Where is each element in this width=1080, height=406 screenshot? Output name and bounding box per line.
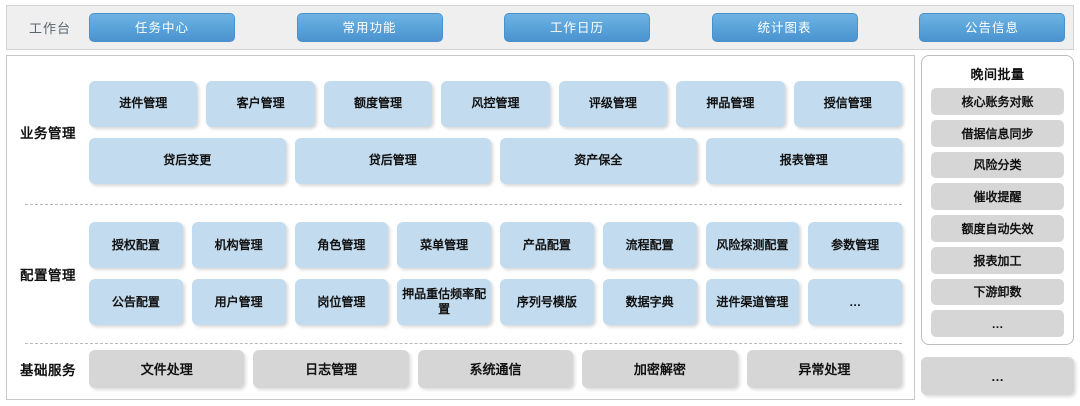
module-collateral-management[interactable]: 押品管理 bbox=[676, 80, 785, 127]
section-business-management: 业务管理 进件管理 客户管理 额度管理 风控管理 评级管理 押品管理 授信管理 … bbox=[7, 60, 904, 204]
nightly-batch-panel: 晚间批量 核心账务对账 借据信息同步 风险分类 催收提醒 额度自动失效 报表加工… bbox=[921, 55, 1074, 345]
batch-item-more[interactable]: … bbox=[931, 310, 1064, 337]
batch-item-loan-receipt-sync[interactable]: 借据信息同步 bbox=[931, 119, 1064, 147]
module-data-dictionary[interactable]: 数据字典 bbox=[602, 279, 697, 326]
batch-item-downstream-data-unload[interactable]: 下游卸数 bbox=[931, 278, 1064, 306]
module-application-channel-management[interactable]: 进件渠道管理 bbox=[705, 279, 800, 326]
module-product-config[interactable]: 产品配置 bbox=[500, 222, 594, 269]
basic-services-row-1: 文件处理 日志管理 系统通信 加密解密 异常处理 bbox=[89, 350, 903, 389]
nav-button-task-center[interactable]: 任务中心 bbox=[89, 13, 235, 42]
module-map-panel: 业务管理 进件管理 客户管理 额度管理 风控管理 评级管理 押品管理 授信管理 … bbox=[6, 55, 915, 400]
section-rows-configuration: 授权配置 机构管理 角色管理 菜单管理 产品配置 流程配置 风险探测配置 参数管… bbox=[89, 222, 904, 326]
business-row-1: 进件管理 客户管理 额度管理 风控管理 评级管理 押品管理 授信管理 bbox=[89, 80, 902, 127]
module-configuration-more[interactable]: … bbox=[808, 279, 902, 326]
module-file-processing[interactable]: 文件处理 bbox=[89, 350, 245, 389]
batch-item-credit-limit-auto-expiry[interactable]: 额度自动失效 bbox=[931, 215, 1064, 242]
nav-button-common-features[interactable]: 常用功能 bbox=[296, 13, 443, 42]
nightly-batch-list: 核心账务对账 借据信息同步 风险分类 催收提醒 额度自动失效 报表加工 下游卸数… bbox=[931, 88, 1064, 337]
module-report-management[interactable]: 报表管理 bbox=[705, 137, 902, 184]
business-row-2: 贷后变更 贷后管理 资产保全 报表管理 bbox=[89, 137, 902, 184]
module-encryption-decryption[interactable]: 加密解密 bbox=[582, 350, 738, 389]
nav-button-announcements[interactable]: 公告信息 bbox=[919, 13, 1065, 42]
module-credit-granting-management[interactable]: 授信管理 bbox=[793, 80, 902, 127]
module-announcement-config[interactable]: 公告配置 bbox=[89, 279, 183, 326]
section-rows-basic-services: 文件处理 日志管理 系统通信 加密解密 异常处理 bbox=[89, 350, 904, 389]
module-credit-limit-management[interactable]: 额度管理 bbox=[323, 80, 433, 127]
nightly-batch-title: 晚间批量 bbox=[970, 67, 1025, 82]
module-system-communication[interactable]: 系统通信 bbox=[417, 350, 574, 389]
module-process-config[interactable]: 流程配置 bbox=[602, 222, 697, 269]
section-basic-services: 基础服务 文件处理 日志管理 系统通信 加密解密 异常处理 bbox=[7, 343, 904, 395]
module-customer-management[interactable]: 客户管理 bbox=[206, 80, 315, 127]
module-role-management[interactable]: 角色管理 bbox=[294, 222, 389, 269]
module-collateral-revaluation-frequency-config[interactable]: 押品重估频率配置 bbox=[397, 279, 491, 326]
configuration-row-1: 授权配置 机构管理 角色管理 菜单管理 产品配置 流程配置 风险探测配置 参数管… bbox=[89, 222, 902, 269]
module-risk-detection-config[interactable]: 风险探测配置 bbox=[705, 222, 800, 269]
module-menu-management[interactable]: 菜单管理 bbox=[397, 222, 491, 269]
module-organization-management[interactable]: 机构管理 bbox=[191, 222, 286, 269]
section-label-configuration: 配置管理 bbox=[20, 267, 76, 283]
right-column: 晚间批量 核心账务对账 借据信息同步 风险分类 催收提醒 额度自动失效 报表加工… bbox=[921, 55, 1074, 400]
module-serial-number-template[interactable]: 序列号模版 bbox=[500, 279, 594, 326]
module-user-management[interactable]: 用户管理 bbox=[191, 279, 286, 326]
section-configuration-management: 配置管理 授权配置 机构管理 角色管理 菜单管理 产品配置 流程配置 风险探测配… bbox=[7, 204, 904, 343]
module-parameter-management[interactable]: 参数管理 bbox=[808, 222, 902, 269]
module-position-management[interactable]: 岗位管理 bbox=[294, 279, 389, 326]
batch-item-report-processing[interactable]: 报表加工 bbox=[931, 246, 1064, 274]
batch-item-risk-classification[interactable]: 风险分类 bbox=[931, 151, 1064, 179]
nav-button-work-calendar[interactable]: 工作日历 bbox=[504, 13, 650, 42]
basic-services-more-wrap: … bbox=[921, 345, 1074, 400]
module-application-management[interactable]: 进件管理 bbox=[89, 80, 198, 127]
module-post-loan-change[interactable]: 贷后变更 bbox=[89, 137, 286, 184]
module-basic-services-more[interactable]: … bbox=[921, 357, 1074, 395]
module-risk-control-management[interactable]: 风控管理 bbox=[441, 80, 550, 127]
section-label-business: 业务管理 bbox=[20, 126, 76, 142]
module-exception-handling[interactable]: 异常处理 bbox=[746, 350, 903, 389]
content-area: 业务管理 进件管理 客户管理 额度管理 风控管理 评级管理 押品管理 授信管理 … bbox=[6, 55, 1074, 400]
section-label-basic-services: 基础服务 bbox=[20, 363, 76, 379]
batch-item-core-account-reconciliation[interactable]: 核心账务对账 bbox=[931, 88, 1064, 115]
module-rating-management[interactable]: 评级管理 bbox=[558, 80, 668, 127]
top-nav-button-group: 任务中心 常用功能 工作日历 统计图表 公告信息 bbox=[85, 6, 1065, 49]
module-asset-preservation[interactable]: 资产保全 bbox=[500, 137, 697, 184]
nav-button-statistics[interactable]: 统计图表 bbox=[711, 13, 858, 42]
section-rows-business: 进件管理 客户管理 额度管理 风控管理 评级管理 押品管理 授信管理 贷后变更 … bbox=[89, 80, 904, 184]
module-log-management[interactable]: 日志管理 bbox=[253, 350, 409, 389]
module-authorization-config[interactable]: 授权配置 bbox=[89, 222, 183, 269]
module-post-loan-management[interactable]: 贷后管理 bbox=[294, 137, 491, 184]
page-title: 工作台 bbox=[28, 21, 71, 36]
batch-item-collection-reminder[interactable]: 催收提醒 bbox=[931, 183, 1064, 210]
configuration-row-2: 公告配置 用户管理 岗位管理 押品重估频率配置 序列号模版 数据字典 进件渠道管… bbox=[89, 279, 902, 326]
top-navigation-bar: 工作台 任务中心 常用功能 工作日历 统计图表 公告信息 bbox=[6, 5, 1074, 50]
